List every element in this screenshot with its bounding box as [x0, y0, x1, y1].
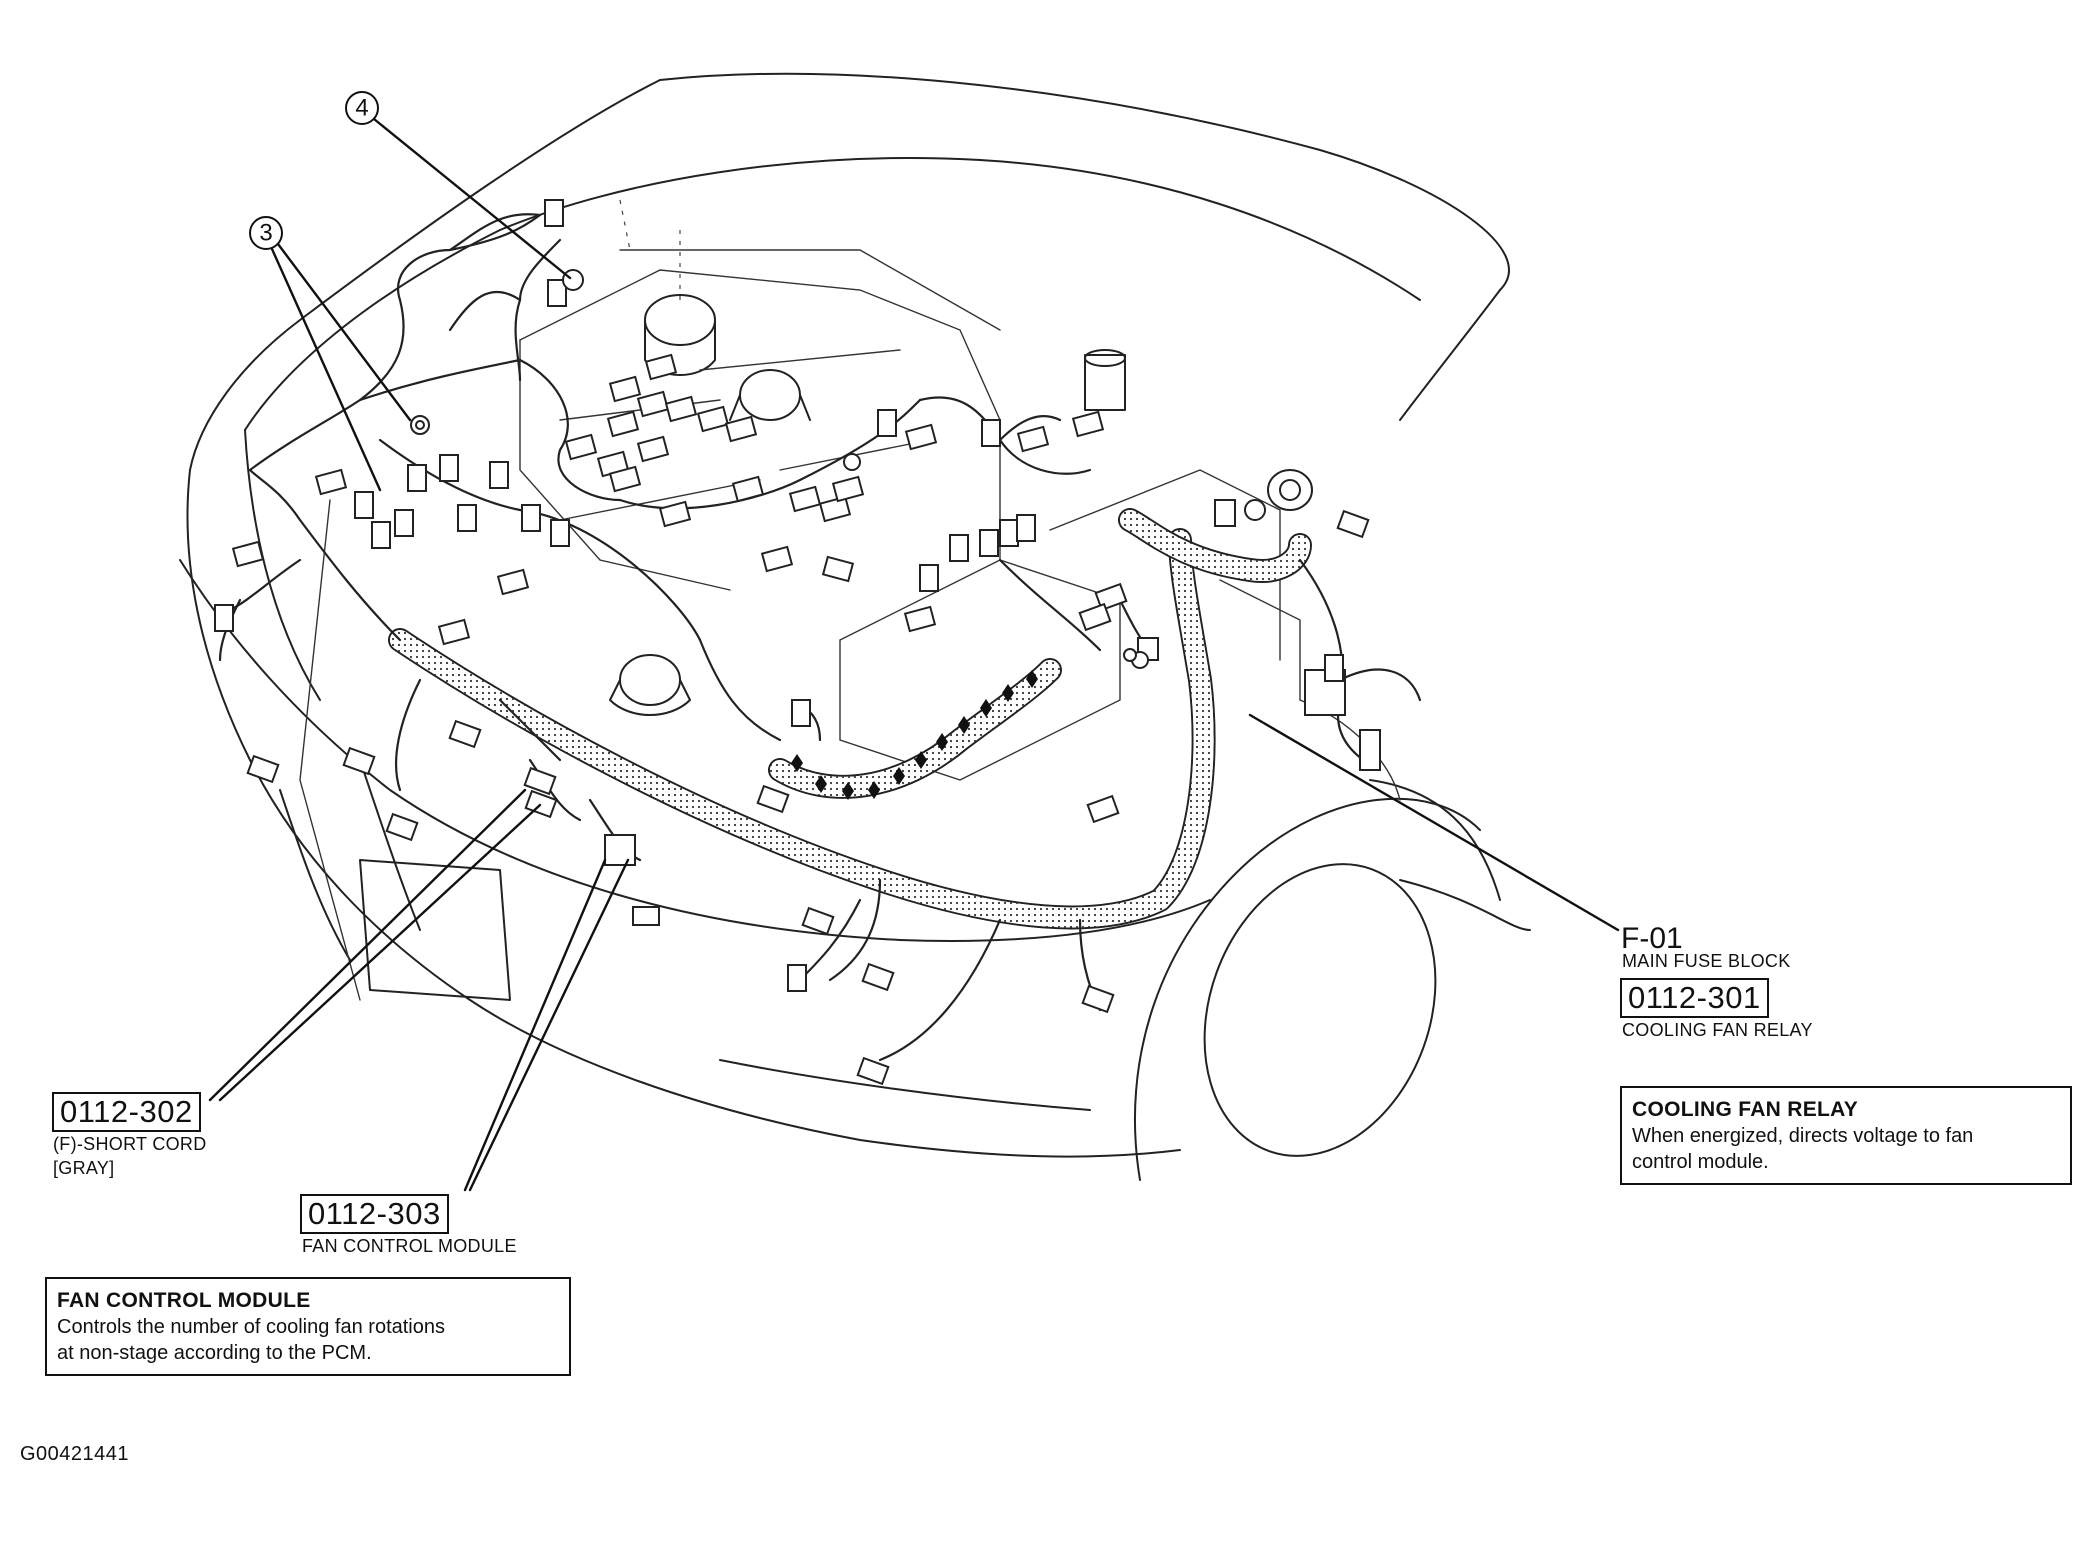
callout-4: 4 — [345, 91, 379, 125]
vehicle-body-outline — [179, 72, 1531, 1181]
relay-description-box: COOLING FAN RELAY When energized, direct… — [1620, 1086, 2072, 1186]
fuse-block-id: F-01 — [1621, 922, 1683, 955]
callout-3: 3 — [249, 216, 283, 250]
connectors — [214, 199, 1381, 1086]
fan-module-description-line1: Controls the number of cooling fan rotat… — [57, 1316, 445, 1339]
short-cord-code-box: 0112-302 — [52, 1092, 201, 1132]
relay-description-line1: When energized, directs voltage to fan — [1632, 1125, 1974, 1148]
relay-code-label: COOLING FAN RELAY — [1622, 1020, 1813, 1040]
fan-module-code-label: FAN CONTROL MODULE — [302, 1236, 517, 1256]
fan-module-description-title: FAN CONTROL MODULE — [57, 1289, 311, 1312]
relay-description-line2: control module. — [1632, 1151, 1769, 1174]
callout-3-number: 3 — [259, 220, 272, 247]
fan-module-description-box: FAN CONTROL MODULE Controls the number o… — [45, 1277, 571, 1377]
short-cord-label: (F)-SHORT CORD — [53, 1134, 207, 1154]
figure-id: G00421441 — [20, 1443, 130, 1465]
leader-lines — [208, 117, 1620, 1192]
short-cord-color: [GRAY] — [53, 1158, 115, 1178]
callout-4-number: 4 — [355, 95, 368, 122]
fuse-block-label: MAIN FUSE BLOCK — [1622, 951, 1791, 971]
relay-description-title: COOLING FAN RELAY — [1632, 1098, 1859, 1121]
harness-diamond-markers — [791, 670, 1038, 800]
main-wiring-harness — [388, 508, 1312, 930]
fan-module-code-box: 0112-303 — [300, 1194, 449, 1234]
fan-module-description-line2: at non-stage according to the PCM. — [57, 1342, 372, 1365]
relay-code-box: 0112-301 — [1620, 978, 1769, 1018]
